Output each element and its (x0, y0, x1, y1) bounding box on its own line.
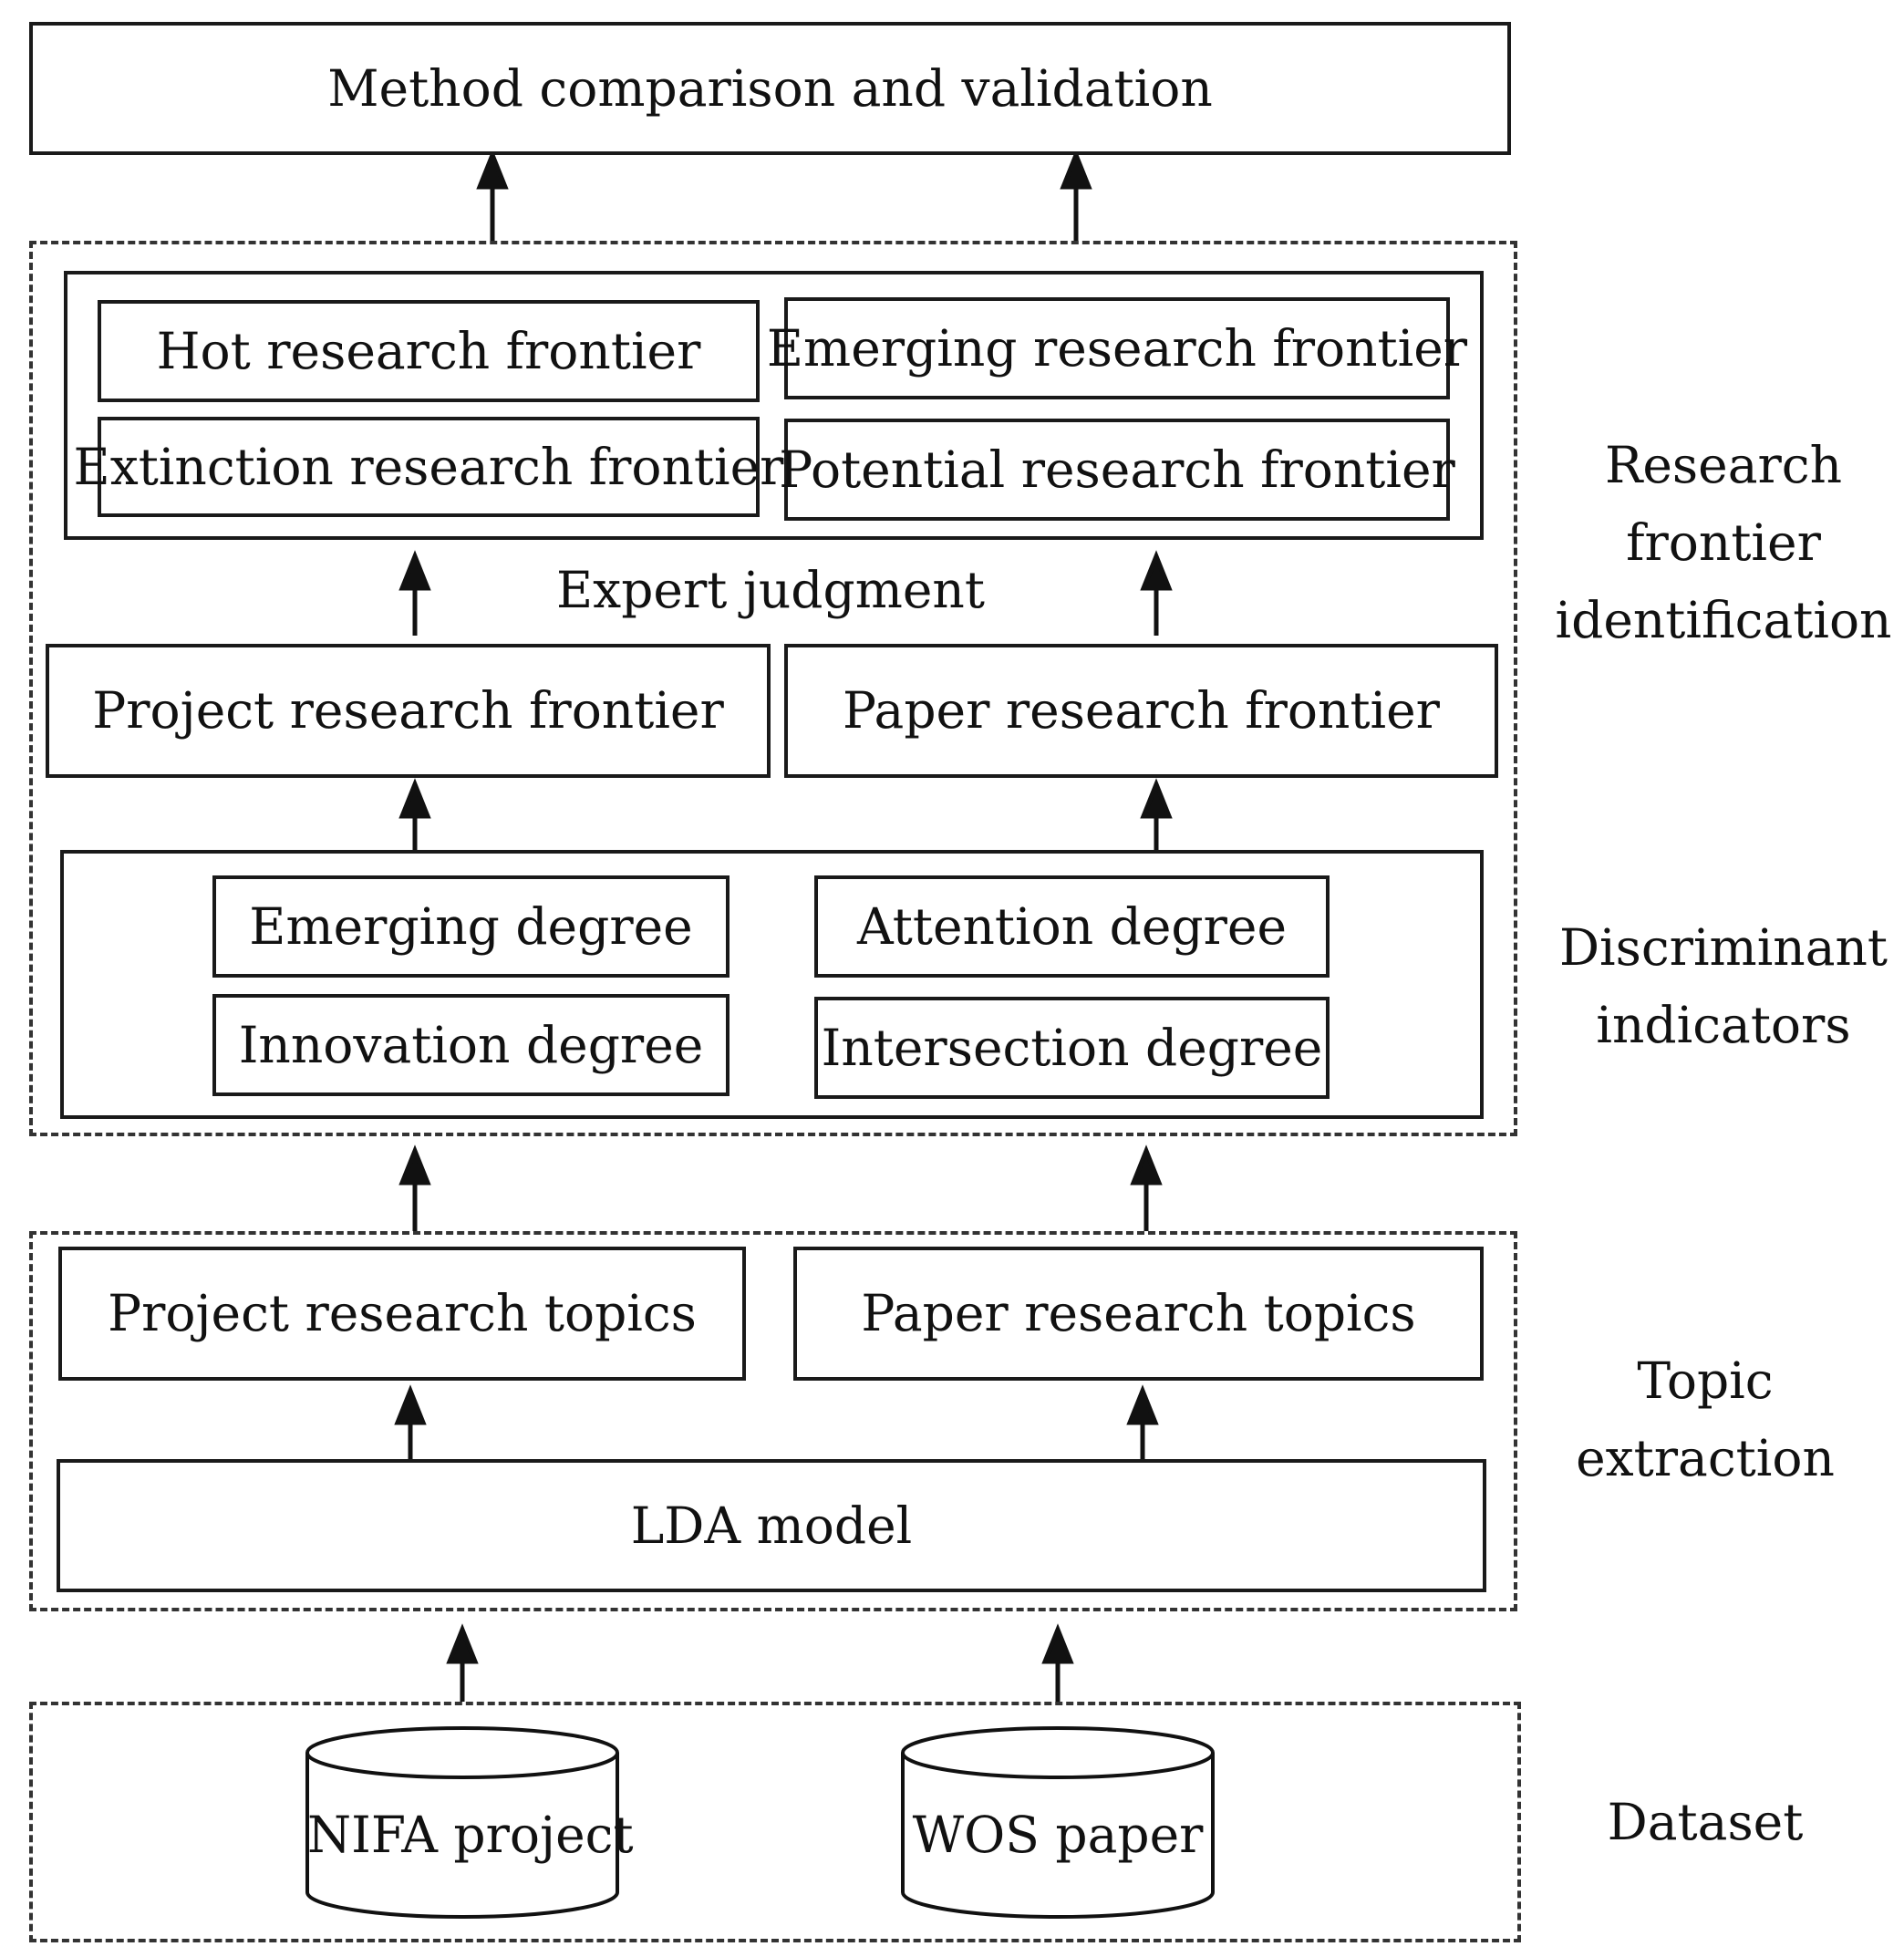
emerging-degree-label: Emerging degree (249, 896, 693, 956)
attention-degree-label: Attention degree (857, 896, 1287, 956)
arrowhead (398, 778, 431, 819)
dataset-group (29, 1702, 1521, 1942)
emerging-degree-box: Emerging degree (212, 875, 730, 978)
arrowhead (398, 1144, 431, 1186)
side-label-dataset: Dataset (1607, 1793, 1804, 1851)
research-frontier-group (29, 241, 1517, 1136)
side-label-discriminant: Discriminant indicators (1558, 918, 1888, 1054)
potential-frontier-box: Potential research frontier (779, 419, 1455, 521)
paper-topics-label: Paper research topics (861, 1284, 1416, 1343)
extinction-frontier-label: Extinction research frontier (73, 437, 784, 496)
innovation-degree-box: Innovation degree (212, 994, 730, 1096)
arrowhead (446, 1623, 479, 1664)
project-frontier-box: Project research frontier (46, 644, 771, 778)
lda-model-box: LDA model (57, 1459, 1486, 1592)
lda-model-label: LDA model (630, 1496, 913, 1555)
paper-frontier-label: Paper research frontier (843, 681, 1440, 740)
intersection-degree-box: Intersection degree (814, 997, 1330, 1099)
emerging-frontier-label: Emerging research frontier (766, 318, 1468, 378)
frontier-types-frame (64, 271, 1484, 540)
project-topics-label: Project research topics (108, 1284, 697, 1343)
method-comparison-box: Method comparison and validation (29, 22, 1511, 155)
hot-frontier-box: Hot research frontier (98, 300, 760, 402)
attention-degree-box: Attention degree (814, 875, 1330, 978)
innovation-degree-label: Innovation degree (238, 1015, 704, 1074)
paper-topics-box: Paper research topics (793, 1247, 1484, 1381)
intersection-degree-label: Intersection degree (821, 1018, 1323, 1077)
side-label-research-frontier: Research frontier identification (1555, 436, 1892, 649)
expert-judgment-label: Expert judgment (556, 561, 985, 619)
indicators-frame (60, 850, 1484, 1119)
arrowhead (1140, 550, 1173, 591)
arrowhead (398, 550, 431, 591)
nifa-project-label: NIFA project (307, 1806, 634, 1864)
side-label-topic: Topic extraction (1576, 1351, 1835, 1487)
project-frontier-label: Project research frontier (92, 681, 724, 740)
hot-frontier-label: Hot research frontier (156, 321, 701, 380)
project-topics-box: Project research topics (58, 1247, 746, 1381)
arrowhead (394, 1384, 427, 1425)
method-comparison-label: Method comparison and validation (327, 58, 1213, 118)
extinction-frontier-box: Extinction research frontier (74, 417, 783, 517)
paper-frontier-box: Paper research frontier (784, 644, 1498, 778)
wos-database-icon (901, 1726, 1215, 1919)
arrowhead (1130, 1144, 1163, 1186)
arrowhead (476, 149, 509, 190)
arrowhead (1126, 1384, 1159, 1425)
potential-frontier-label: Potential research frontier (779, 440, 1455, 499)
arrowhead (1041, 1623, 1074, 1664)
wos-paper-label: WOS paper (912, 1806, 1204, 1864)
topic-extraction-group (29, 1231, 1517, 1611)
arrowhead (1140, 778, 1173, 819)
arrowhead (1060, 149, 1092, 190)
nifa-database-icon (305, 1726, 619, 1919)
emerging-frontier-box: Emerging research frontier (767, 297, 1467, 399)
